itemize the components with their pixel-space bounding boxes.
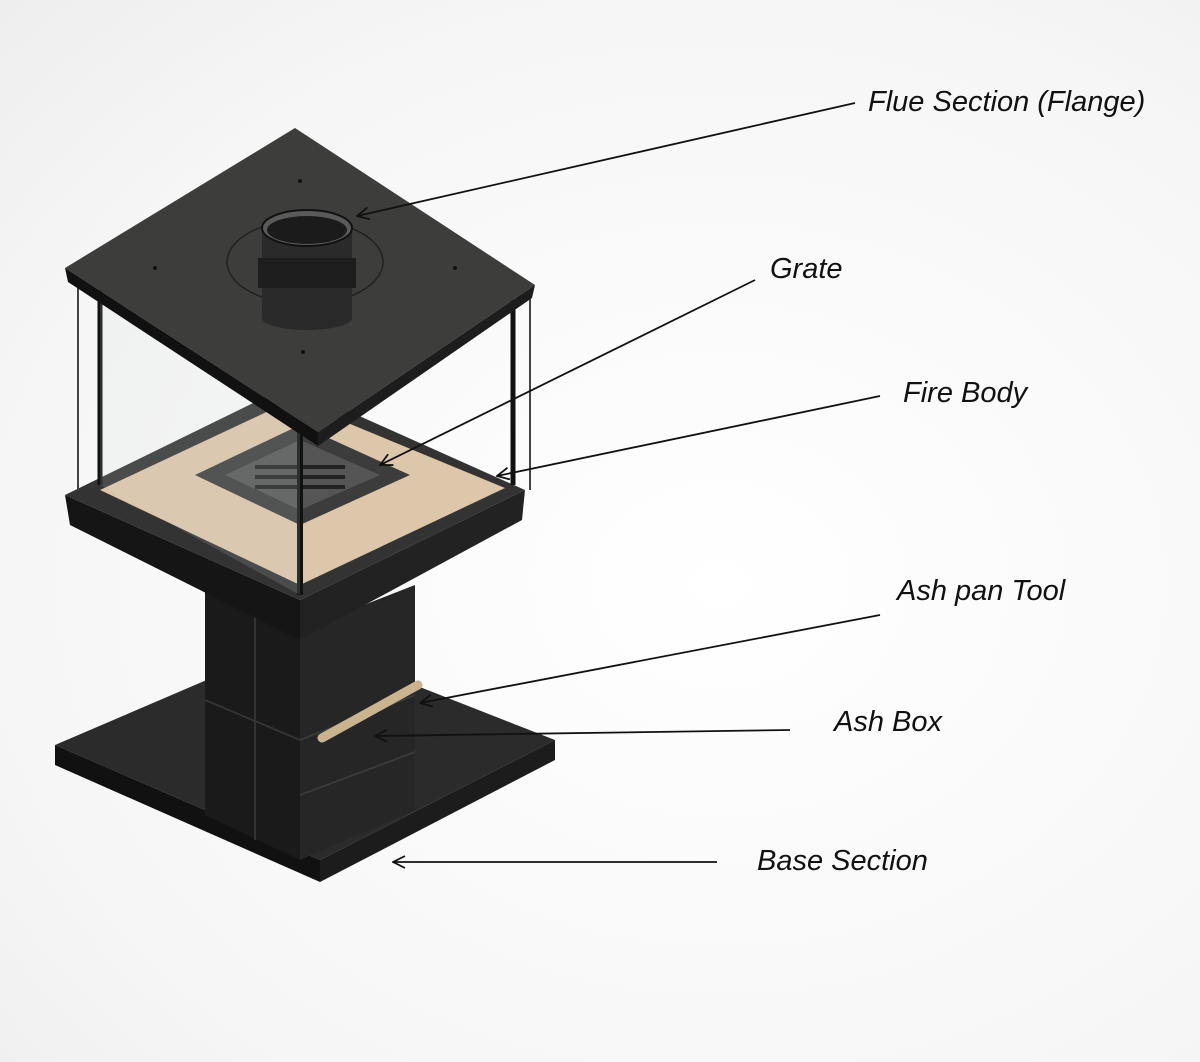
ash-pan-tool-label: Ash pan Tool — [897, 575, 1066, 607]
grate-arrow — [380, 279, 756, 465]
grate-label: Grate — [770, 253, 843, 285]
flue-section-label: Flue Section (Flange) — [868, 86, 1146, 118]
fire-body-label: Fire Body — [903, 377, 1028, 409]
base-section-label: Base Section — [757, 845, 928, 877]
flue-arrow — [357, 102, 856, 216]
fire-body-arrow — [497, 395, 881, 476]
ash-box-label: Ash Box — [834, 706, 942, 738]
ash-pan-tool — [317, 680, 423, 743]
ash-box-arrow — [375, 730, 791, 736]
ash-pan-tool-arrow — [420, 614, 881, 703]
flue-section — [258, 209, 356, 330]
